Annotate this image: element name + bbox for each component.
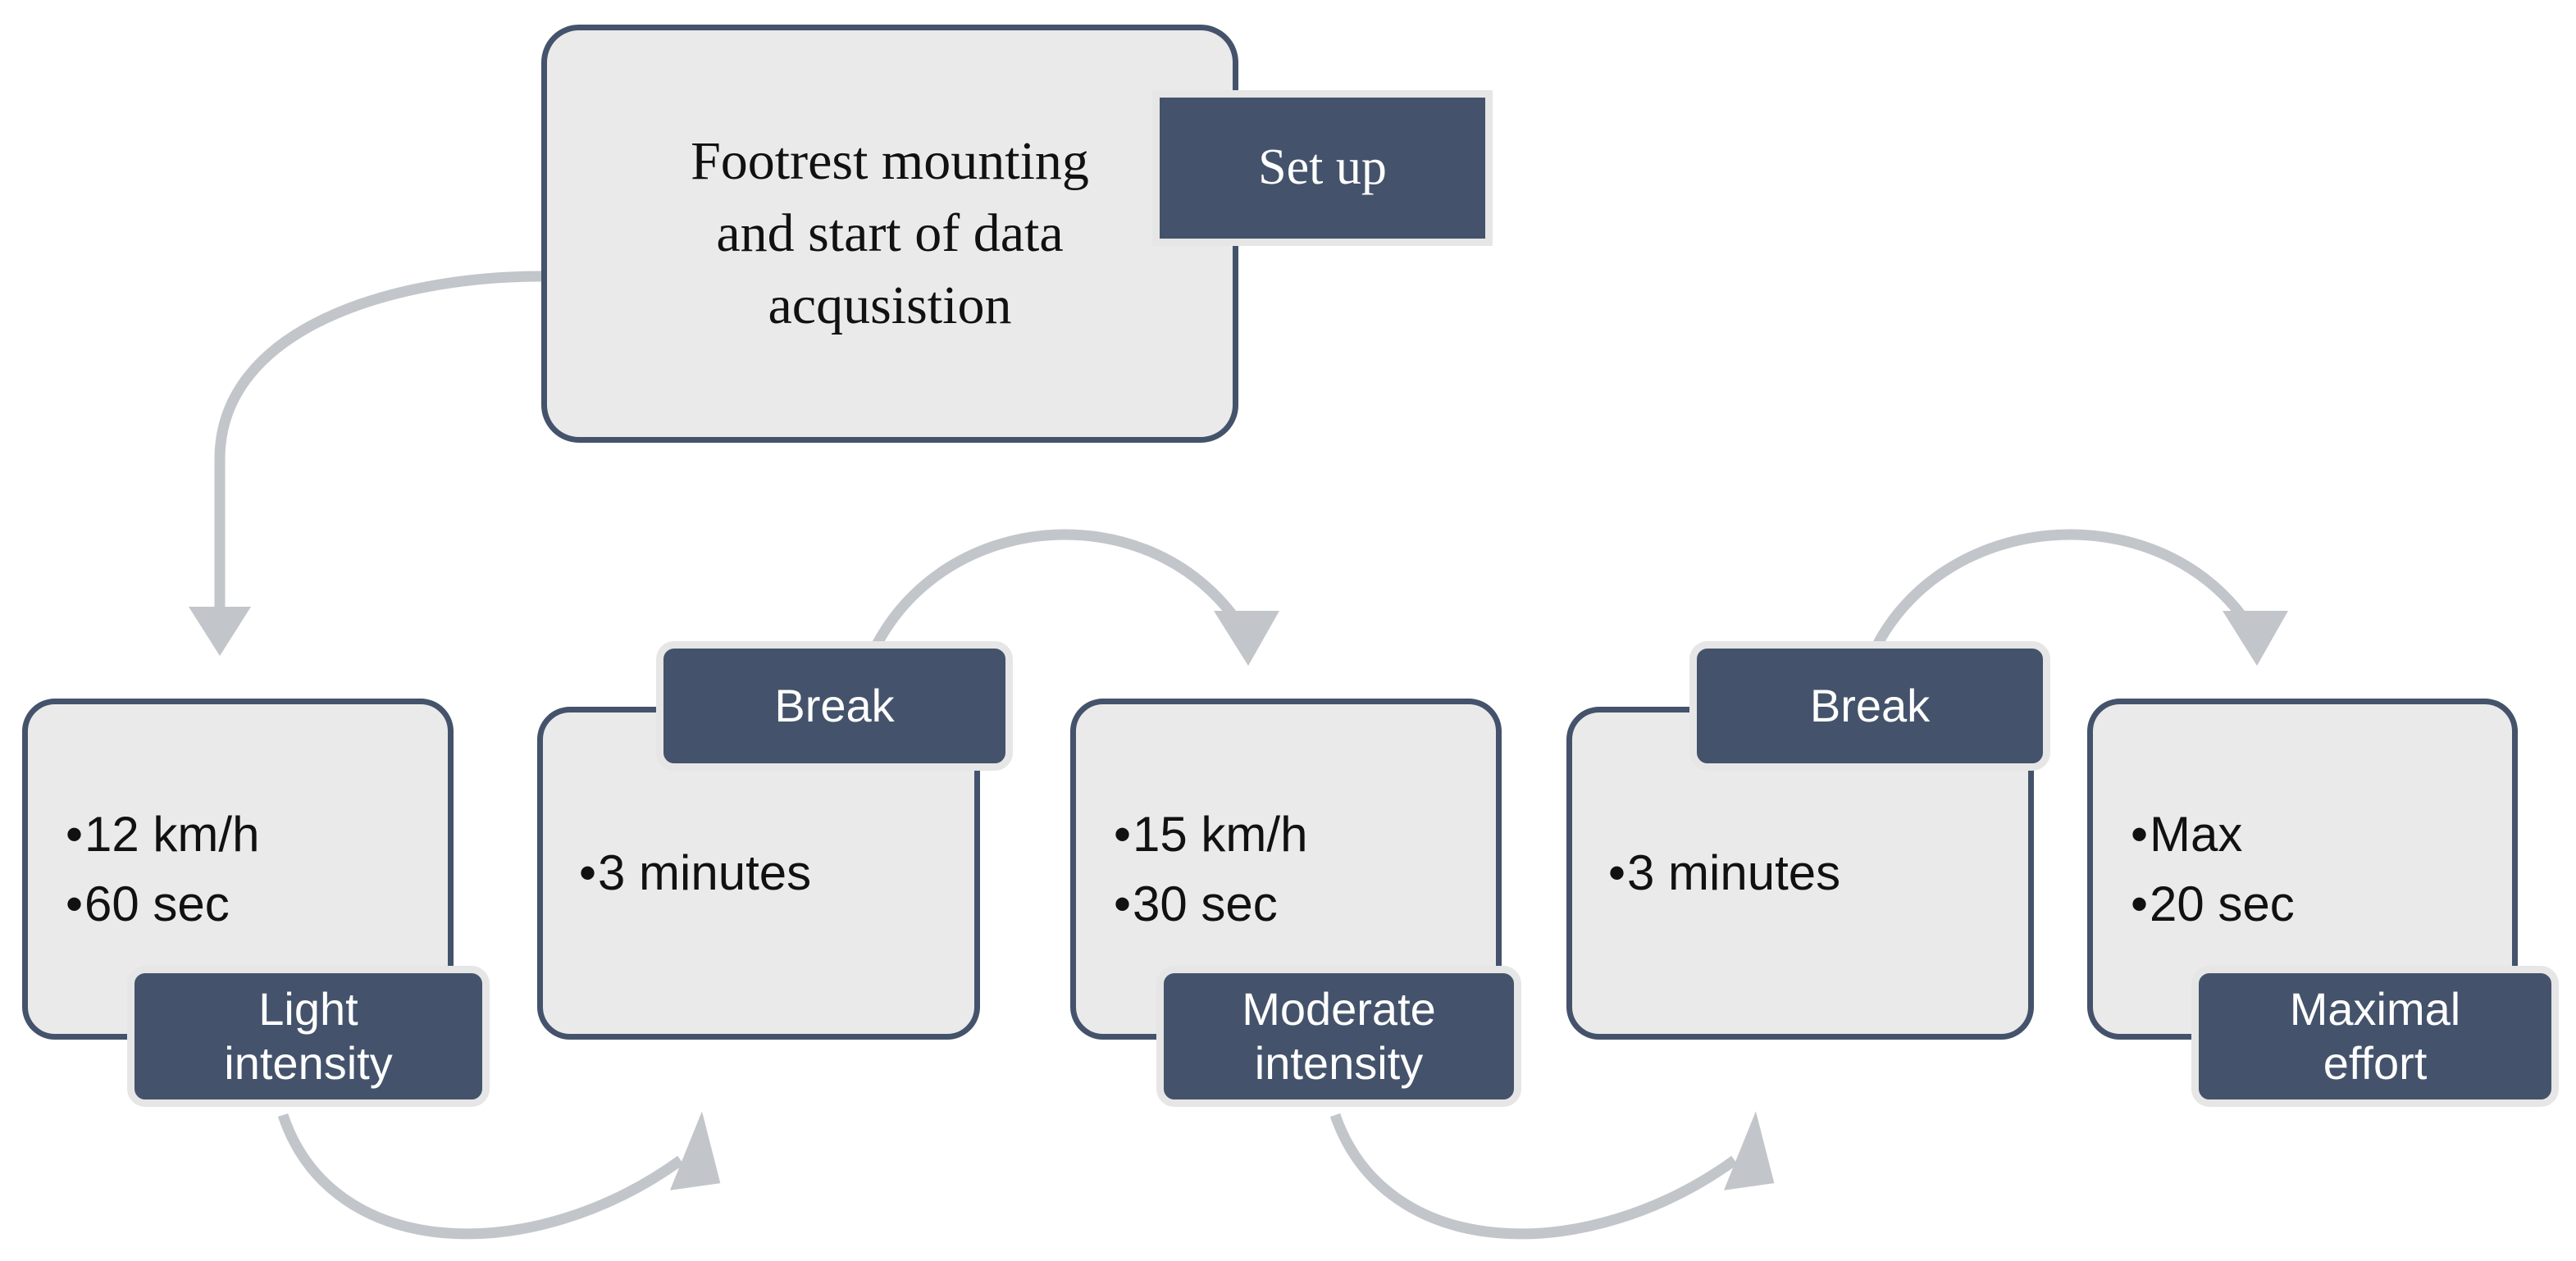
stage-tag-light-intensity[interactable]: Light intensity [127,966,490,1107]
list-item: Max [2131,799,2512,869]
stage-tag-line-1: Moderate [1242,982,1436,1035]
stage-tag-line-1: Light [258,982,358,1035]
stage-tag-line-2: intensity [1254,1037,1424,1089]
setup-tag-label: Set up [1258,139,1387,196]
list-item: 12 km/h [66,799,448,869]
setup-tag[interactable]: Set up [1152,90,1493,246]
stage-tag-moderate-intensity[interactable]: Moderate intensity [1156,966,1521,1107]
stage-bullets-maximal-effort: Max 20 sec [2093,799,2512,939]
stage-tag-line-2: effort [2323,1037,2428,1089]
stage-bullets-light-intensity: 12 km/h 60 sec [28,799,448,939]
list-item: 3 minutes [579,838,974,908]
stage-bullets-break-1: 3 minutes [543,838,974,908]
stage-bullets-break-2: 3 minutes [1572,838,2028,908]
list-item: 60 sec [66,869,448,939]
stage-tag-line-2: intensity [224,1037,393,1089]
list-item: 3 minutes [1608,838,2028,908]
stage-tag-maximal-effort[interactable]: Maximal effort [2191,966,2559,1107]
stage-tag-break-2[interactable]: Break [1689,641,2050,771]
stage-tag-line-1: Break [1809,679,1931,731]
setup-line-1: Footrest mounting [691,131,1089,192]
setup-line-2: and start of data [716,203,1064,264]
arrow-setup-to-light [189,271,542,656]
arrow-moderate-to-break2 [1329,1111,1775,1240]
list-item: 30 sec [1114,869,1496,939]
setup-box[interactable]: Footrest mounting and start of data acqu… [541,25,1238,443]
stage-bullets-moderate-intensity: 15 km/h 30 sec [1076,799,1496,939]
list-item: 20 sec [2131,869,2512,939]
list-item: 15 km/h [1114,799,1496,869]
arrow-light-to-break1 [277,1111,721,1240]
stage-tag-line-1: Maximal [2289,982,2461,1035]
setup-line-3: acqusistion [768,275,1012,335]
stage-tag-break-1[interactable]: Break [656,641,1013,771]
stage-tag-line-1: Break [774,679,895,731]
